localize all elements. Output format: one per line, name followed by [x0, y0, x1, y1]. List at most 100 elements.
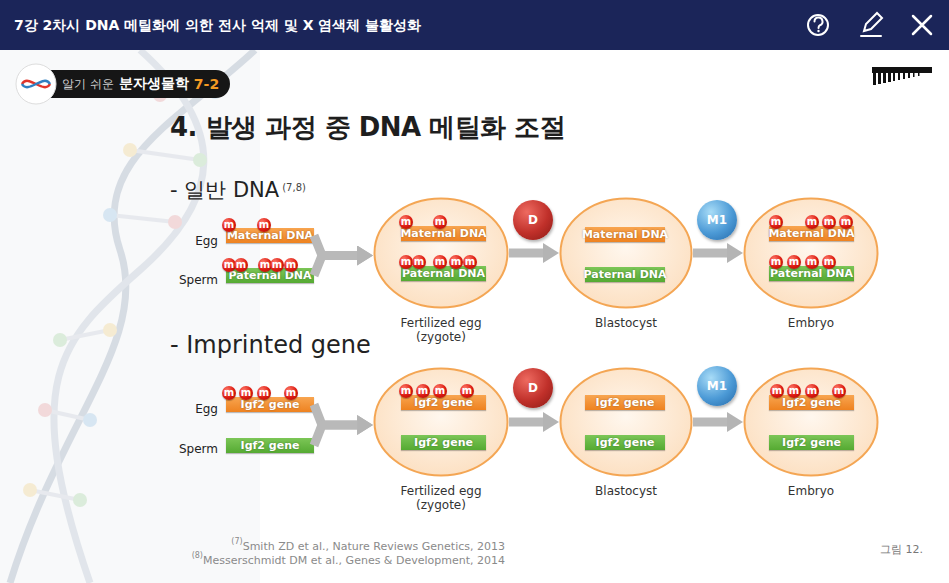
helix-rung — [110, 215, 175, 222]
stripe — [913, 73, 915, 77]
stripe — [878, 73, 881, 84]
methyl-mark: m — [839, 215, 853, 229]
methyl-letter: m — [841, 216, 851, 228]
cell-stage-oval: Igf2 genemmmmIgf2 geneEmbryo — [743, 367, 879, 477]
section-heading: - 일반 DNA — [170, 178, 279, 202]
methyl-letter: m — [789, 385, 799, 397]
methyl-mark: m — [399, 384, 413, 398]
stage-caption: Blastocyst — [571, 484, 681, 498]
methylation-marker: M1 — [697, 366, 737, 406]
helix-ball — [23, 483, 37, 497]
process-arrow — [314, 236, 358, 256]
text-line: 그림 12. — [860, 538, 923, 557]
methyl-mark: m — [805, 215, 819, 229]
methyl-mark: m — [284, 258, 298, 272]
methyl-letter: m — [241, 387, 251, 399]
paternal-gene-bar: Igf2 gene — [226, 438, 314, 453]
methyl-mark: m — [769, 255, 783, 269]
helix-ball — [83, 413, 97, 427]
methyl-mark: m — [234, 258, 248, 272]
process-arrow — [314, 256, 358, 276]
maternal-gene-bar: Maternal DNA — [226, 228, 314, 243]
gene-name: Maternal DNA — [582, 227, 668, 242]
methyl-mark: m — [433, 384, 447, 398]
row-label: Sperm — [179, 273, 218, 287]
helix-ball — [123, 143, 137, 157]
section-heading: - Imprinted gene — [170, 331, 371, 359]
methyl-letter: m — [834, 385, 844, 397]
cell-stage-oval: Maternal DNAPaternal DNABlastocyst — [559, 197, 693, 309]
reference-number: (7) — [231, 537, 242, 546]
enzyme-letter: D — [528, 213, 538, 227]
oval-outline — [743, 197, 879, 309]
methyl-letter: m — [272, 259, 282, 271]
process-arrow — [693, 418, 728, 427]
paternal-gene-bar: Igf2 gene — [585, 435, 665, 450]
methyl-letter: m — [414, 256, 424, 268]
stage-caption: Embryo — [756, 484, 866, 498]
stripe — [872, 67, 932, 73]
stage-caption: Blastocyst — [571, 316, 681, 330]
methyl-letter: m — [807, 256, 817, 268]
oval-shape — [561, 369, 692, 476]
methyl-mark: m — [787, 384, 801, 398]
methyl-mark: m — [822, 215, 836, 229]
methyl-mark: m — [805, 384, 819, 398]
stripe — [908, 73, 910, 78]
paternal-gene-bar: Paternal DNA — [401, 266, 486, 281]
oval-shape — [561, 199, 692, 308]
methyl-mark: m — [460, 384, 474, 398]
demethylation-marker: D — [513, 368, 553, 408]
process-arrow — [509, 418, 544, 427]
header-icons — [808, 13, 931, 36]
cell-stage-oval: Maternal DNAmmmmPaternal DNAmmmmEmbryo — [743, 197, 879, 309]
helix-rung — [45, 410, 90, 420]
methyl-letter: m — [259, 387, 269, 399]
enzyme-letter: M1 — [707, 379, 727, 393]
methyl-letter: m — [465, 256, 475, 268]
methyl-mark: m — [832, 384, 846, 398]
methyl-mark: m — [222, 218, 236, 232]
methyl-mark: m — [399, 215, 413, 229]
course-name: 분자생물학 — [119, 75, 189, 93]
stripe — [893, 73, 895, 81]
help-icon-dot — [817, 30, 819, 32]
process-arrow — [314, 405, 358, 426]
stage-caption: Fertilized egg (zygote) — [386, 484, 496, 512]
methyl-mark: m — [822, 255, 836, 269]
reference-text: Messerschmidt DM et al., Genes & Develop… — [203, 554, 505, 567]
methyl-letter: m — [260, 259, 270, 271]
oval-shape — [745, 369, 878, 476]
methyl-letter: m — [772, 385, 782, 397]
cell-stage-oval: Maternal DNAmmPaternal DNAmmmmmFertilize… — [373, 197, 509, 309]
oval-outline — [373, 197, 509, 309]
helix-ball — [53, 333, 67, 347]
process-arrow — [693, 249, 728, 258]
maternal-gene-bar: Igf2 gene — [401, 395, 486, 410]
methyl-letter: m — [401, 385, 411, 397]
methyl-letter: m — [451, 256, 461, 268]
methyl-letter: m — [807, 216, 817, 228]
oval-shape — [745, 199, 878, 308]
methyl-letter: m — [236, 259, 246, 271]
course-name: 알기 쉬운 — [62, 76, 114, 93]
methylation-marker: M1 — [697, 200, 737, 240]
methyl-letter: m — [771, 216, 781, 228]
methyl-mark: m — [257, 218, 271, 232]
methyl-mark: m — [787, 255, 801, 269]
row-label: Egg — [195, 234, 218, 248]
enzyme-letter: D — [528, 381, 538, 395]
gene-name: Maternal DNA — [227, 228, 313, 243]
oval-outline — [559, 197, 693, 309]
methyl-letter: m — [286, 259, 296, 271]
methyl-mark: m — [257, 386, 271, 400]
methyl-mark: m — [449, 255, 463, 269]
stripe — [918, 73, 920, 76]
methyl-mark: m — [433, 215, 447, 229]
pencil-icon-line — [861, 35, 881, 37]
helix-ball — [38, 403, 52, 417]
methyl-letter: m — [435, 216, 445, 228]
cell-stage-oval: Igf2 genemmmmIgf2 geneFertilized egg (zy… — [373, 367, 509, 477]
methyl-mark: m — [239, 386, 253, 400]
